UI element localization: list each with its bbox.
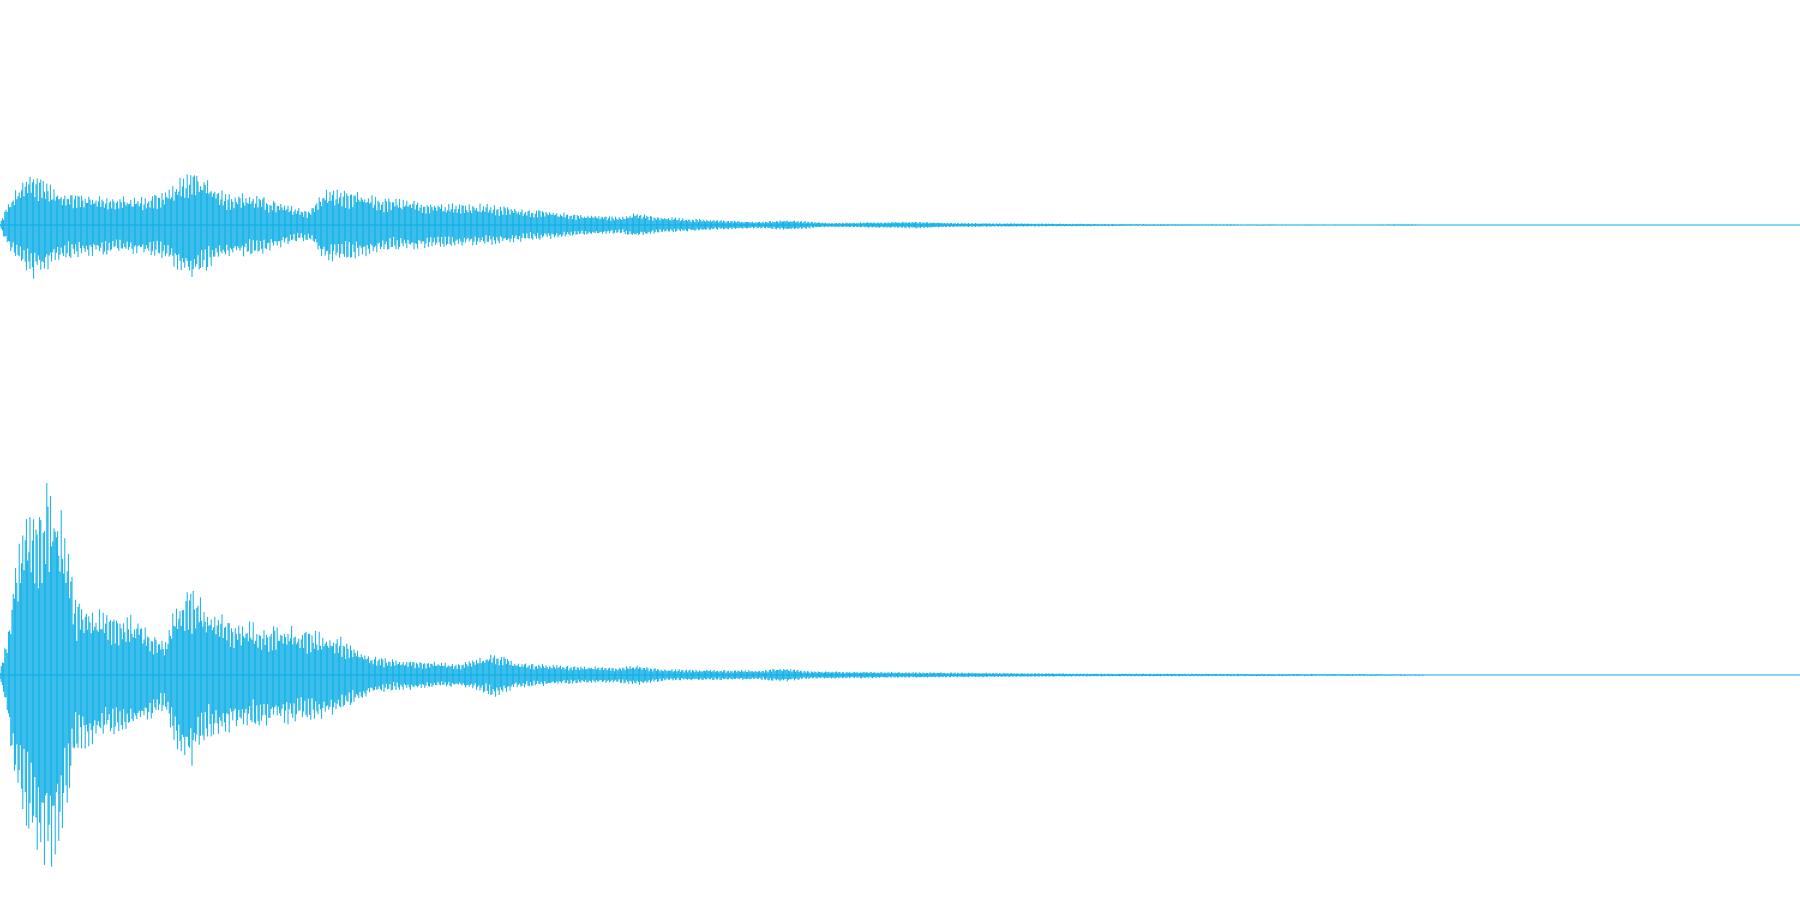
channel-2-samples (0, 483, 1439, 867)
channel-2-waveform (0, 483, 1800, 867)
channel-1-samples (0, 174, 1562, 279)
channel-1-waveform (0, 174, 1800, 279)
